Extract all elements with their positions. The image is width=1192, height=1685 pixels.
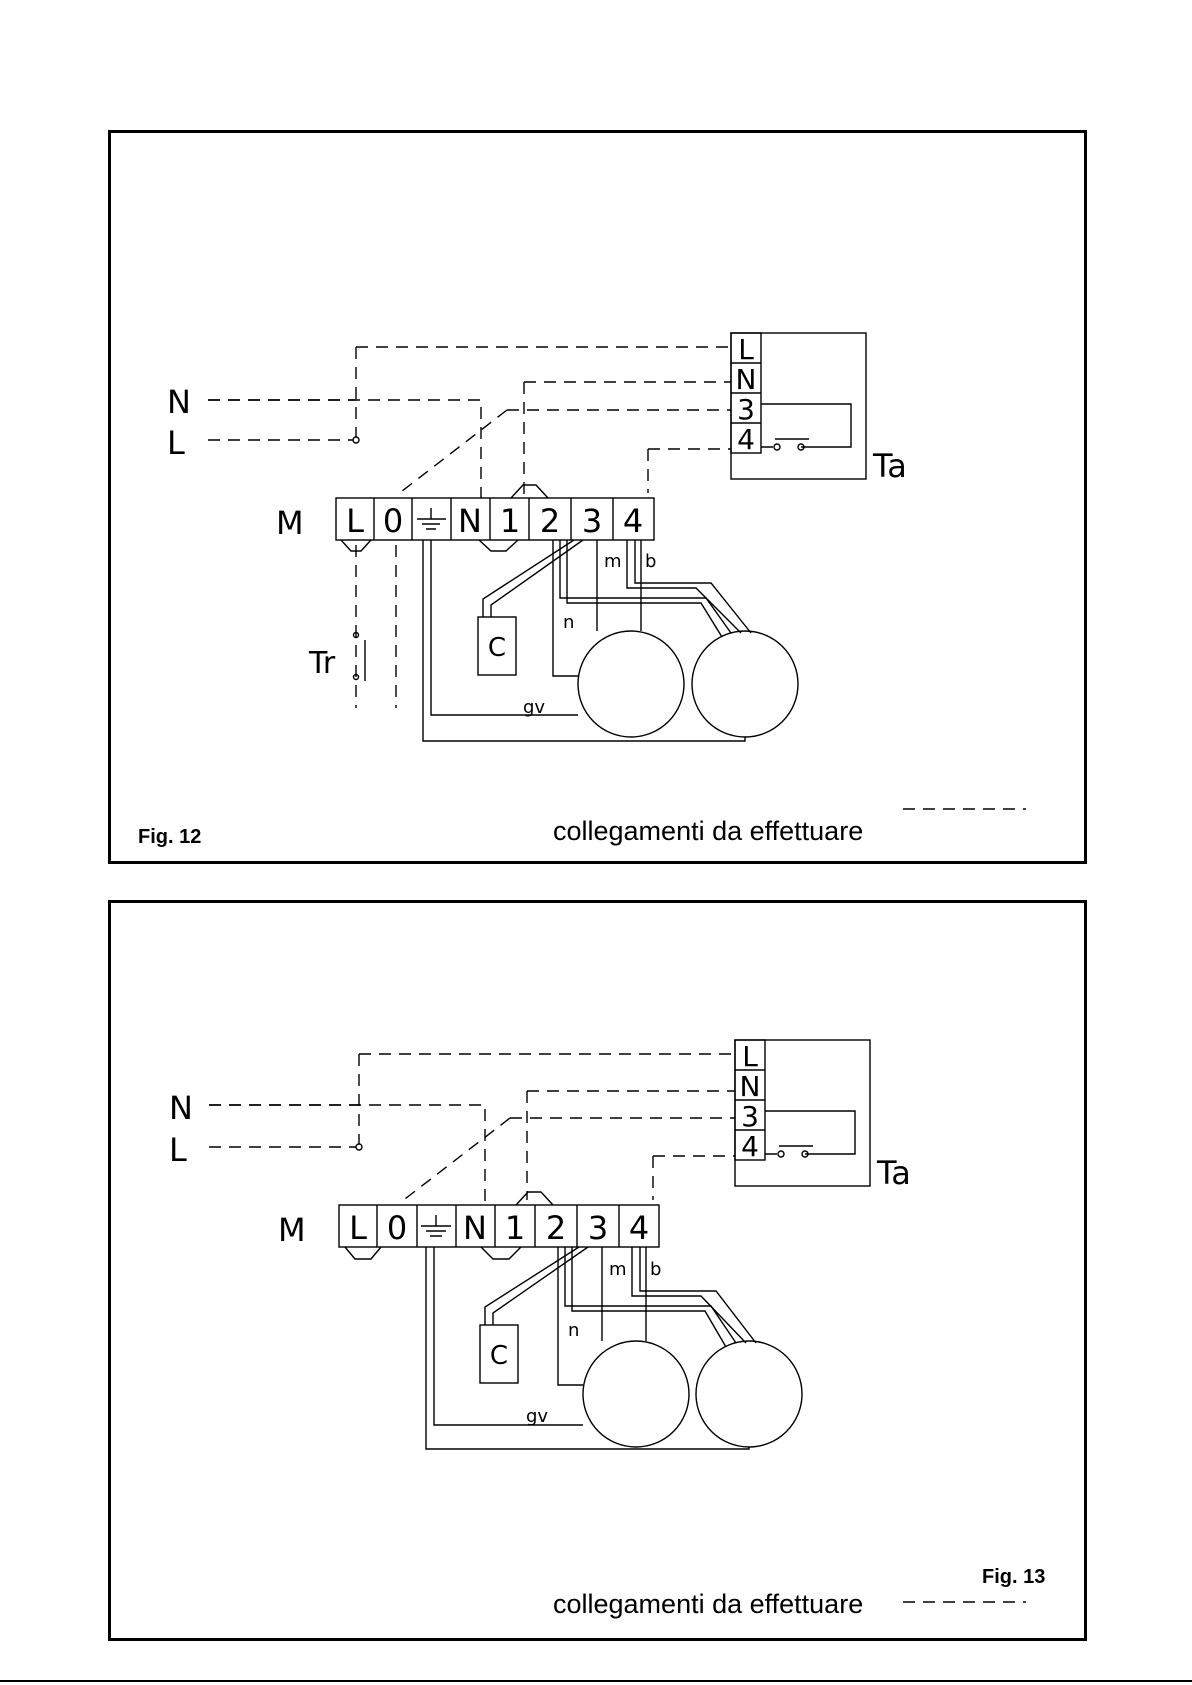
terminal-4: 4 <box>623 502 643 540</box>
terminal-2: 2 <box>540 502 560 540</box>
dashed-connections <box>208 347 1026 809</box>
switch-label: Tr <box>308 646 336 681</box>
ta-terminal-3: 3 <box>737 393 755 426</box>
motor-left <box>583 1341 689 1447</box>
ta-terminal-l: L <box>738 333 754 366</box>
board-label: M <box>278 1211 306 1249</box>
dashed-connections <box>209 1054 1026 1602</box>
wire-label-b: b <box>645 551 656 572</box>
capacitor-label: C <box>488 633 506 663</box>
board-label: M <box>276 504 304 542</box>
figure-12-panel: N L M L 0 N 1 2 3 4 <box>108 130 1087 864</box>
ta-terminal-n: N <box>736 363 757 396</box>
wire-label-m: m <box>609 1259 627 1280</box>
solid-wiring <box>423 540 751 741</box>
motor-right <box>696 1341 802 1447</box>
ta-terminal-3: 3 <box>741 1100 759 1133</box>
caption: collegamenti da effettuare <box>553 816 863 847</box>
capacitor-label: C <box>490 1341 508 1371</box>
terminal-n: N <box>463 1209 487 1247</box>
terminal-1: 1 <box>505 1209 525 1247</box>
terminal-3: 3 <box>582 502 602 540</box>
switch-tr <box>354 633 366 682</box>
figure-label: Fig. 13 <box>982 1566 1045 1589</box>
terminal-l: L <box>349 1209 367 1247</box>
ta-terminal-4: 4 <box>737 423 755 456</box>
page-bottom-rule <box>0 1680 1192 1682</box>
wire-label-n: n <box>563 612 574 633</box>
mains-l-label: L <box>167 424 185 462</box>
thermostat-label: Ta <box>876 1154 911 1192</box>
solid-wiring <box>426 1247 756 1449</box>
mains-n-label: N <box>167 383 191 421</box>
wiring-diagram-fig13: N L M L 0 N 1 2 3 4 L N <box>111 903 1084 1638</box>
terminal-0: 0 <box>383 502 403 540</box>
figure-label: Fig. 12 <box>138 826 201 849</box>
ta-terminal-4: 4 <box>741 1130 759 1163</box>
mains-n-label: N <box>169 1089 193 1127</box>
terminal-n: N <box>458 502 482 540</box>
terminal-0: 0 <box>387 1209 407 1247</box>
terminal-1: 1 <box>500 502 520 540</box>
ta-terminal-l: L <box>742 1040 758 1073</box>
terminal-3: 3 <box>588 1209 608 1247</box>
wire-label-gv: gv <box>526 1406 548 1427</box>
motor-left <box>578 631 684 737</box>
terminal-2: 2 <box>546 1209 566 1247</box>
terminal-4: 4 <box>629 1209 649 1247</box>
mains-l-label: L <box>169 1131 187 1169</box>
figure-13-panel: N L M L 0 N 1 2 3 4 L N <box>108 900 1087 1641</box>
wiring-diagram-fig12: N L M L 0 N 1 2 3 4 <box>111 133 1084 861</box>
ta-terminal-n: N <box>740 1070 761 1103</box>
wire-label-n: n <box>568 1320 579 1341</box>
motor-right <box>692 631 798 737</box>
wire-label-gv: gv <box>523 697 545 718</box>
thermostat-label: Ta <box>872 447 907 485</box>
caption: collegamenti da effettuare <box>553 1589 863 1620</box>
wire-label-m: m <box>604 551 622 572</box>
wire-label-b: b <box>650 1259 661 1280</box>
terminal-l: L <box>346 502 364 540</box>
